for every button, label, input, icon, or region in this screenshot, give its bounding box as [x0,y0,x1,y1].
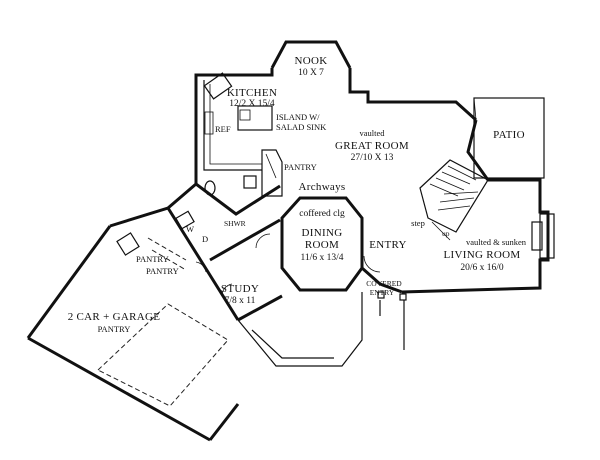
great-room-dim: 27/10 X 13 [351,153,394,163]
kitchen-pantry-closet [261,149,283,197]
nook-label: NOOK [295,55,328,67]
covered-entry-porch [377,291,407,350]
dining-dim: 11/6 x 13/4 [301,253,344,263]
study-label: STUDY [221,283,259,295]
kitchen-west-wall [194,68,274,184]
great-room-note: vaulted [359,128,385,138]
island-label-1: ISLAND W/ [276,112,320,122]
kitchen-island [237,105,273,131]
shower-label: SHWR [224,219,246,228]
garage-door-jamb [208,403,240,441]
kitchen-fixtures [203,72,283,197]
garage-label: 2 CAR + GARAGE [68,311,161,323]
pantry-closet [116,232,140,256]
kitchen-label: KITCHEN [227,87,277,99]
covered-entry-label-2: ENTRY [370,288,395,297]
entry-label: ENTRY [369,239,407,251]
garage-pantry-label: PANTRY [98,324,131,334]
kitchen-pantry-label: PANTRY [284,162,317,172]
ref-label: REF [215,124,231,134]
staircase [419,159,489,233]
lavatory [243,175,257,189]
living-room-label: LIVING ROOM [444,249,521,261]
island-label-2: SALAD SINK [276,122,327,132]
utility-fixtures [116,175,257,271]
living-room-note: vaulted & sunken [466,237,527,247]
step-leader [431,221,451,241]
laundry-diagonal-wall [166,207,240,321]
walls [26,40,550,442]
kitchen-counter [203,80,262,171]
garage-south-wall [27,336,211,442]
salad-sink [239,109,251,121]
up-label: up [442,229,450,238]
living-room-dim: 20/6 x 16/0 [460,263,504,273]
hall-diagonal-wall [195,182,281,216]
doors [195,233,381,297]
fireplace [531,213,555,259]
great-room-label: GREAT ROOM [335,140,409,152]
refrigerator [204,111,214,135]
front-bay-inner [251,329,334,359]
patio-link [473,97,477,121]
dining-label-1: DINING [302,227,343,239]
coffered-label: coffered clg [299,208,345,219]
toilet [204,180,216,196]
entry-wall [361,266,403,294]
dryer-label: D [202,234,208,244]
nook-bay-wall [270,40,352,69]
patio-outline [473,97,545,179]
patio-label: PATIO [493,129,525,141]
study-south-wall [237,294,283,322]
pantry-label-1: PANTRY [136,254,169,264]
great-room-north-wall [348,68,478,122]
study-north-wall [209,218,281,262]
archways-label: Archways [299,181,346,193]
kitchen-dim: 12/2 X 15/4 [229,99,275,109]
front-bay [237,292,363,367]
step-label: step [411,218,425,228]
pantry-label-2: PANTRY [146,266,179,276]
garage-door-dashed [97,303,229,407]
dining-label-2: ROOM [305,239,339,251]
garage-west-wall [26,225,112,339]
washer-label: W [186,224,194,234]
study-dim: 7/8 x 11 [225,296,256,306]
great-room-east-wall [466,119,490,181]
living-room-wall [401,178,550,294]
corner-sink [203,72,233,100]
laundry-north-wall [109,182,197,228]
covered-entry-label-1: COVERED [366,279,402,288]
nook-dim: 10 X 7 [298,68,324,78]
